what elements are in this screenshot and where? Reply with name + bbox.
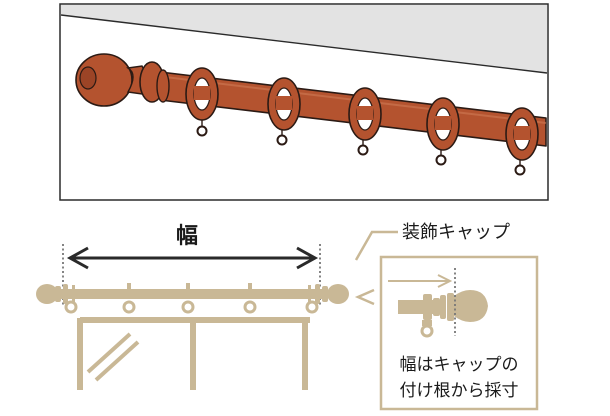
zoom-detail	[388, 268, 488, 338]
ring-2	[267, 77, 301, 146]
beige-rings	[64, 300, 319, 314]
ring-1	[185, 67, 219, 137]
note-line-2: 付け根から採寸	[400, 381, 519, 401]
ring-4	[426, 97, 460, 166]
top-illustration	[59, 3, 549, 201]
window-frame	[77, 317, 310, 390]
decorative-cap-label: 装飾キャップ	[402, 222, 510, 243]
note-line-1: 幅はキャップの	[400, 355, 519, 375]
ceiling-shade	[61, 5, 547, 73]
ring-3	[348, 87, 382, 156]
beige-finial-right	[308, 284, 349, 304]
width-label: 幅	[176, 224, 198, 249]
beige-rod	[55, 289, 327, 299]
zoom-box	[379, 255, 539, 411]
width-arrow	[66, 246, 319, 270]
ceiling-edge	[60, 14, 548, 74]
rod-finial	[75, 53, 170, 107]
rod-rings	[185, 67, 539, 176]
beige-finial-left	[36, 284, 75, 304]
pointer-chevron	[354, 288, 375, 306]
cap-callout-line	[354, 230, 398, 261]
ring-5	[505, 107, 539, 176]
bottom-diagram: 幅	[36, 222, 539, 411]
